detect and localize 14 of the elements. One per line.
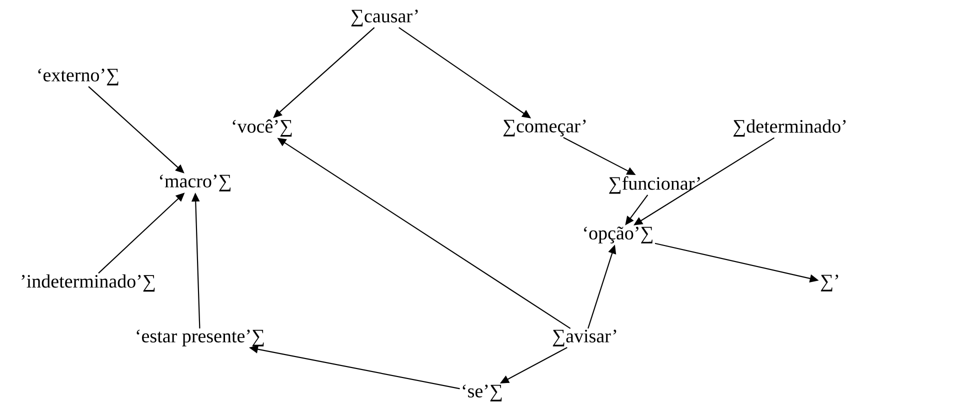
term-label: ‘opção’∑ xyxy=(584,226,652,244)
term-label: ∑avisar’ xyxy=(552,330,616,346)
term-label: ∑funcionar’ xyxy=(609,176,700,194)
term-label: ’indeterminado’∑ xyxy=(22,274,155,292)
term-label: ∑começar’ xyxy=(503,120,586,136)
term-label: ∑’ xyxy=(820,274,838,292)
term-label: ∑causar’ xyxy=(351,10,418,26)
term-label: ‘macro’∑ xyxy=(160,174,231,192)
arrow xyxy=(88,86,184,174)
term-label: ∑determinado’ xyxy=(733,119,846,137)
term-label: ‘externo’∑ xyxy=(38,68,118,86)
term-label: ‘se’∑ xyxy=(462,384,502,402)
term-label: ‘você’∑ xyxy=(232,119,292,137)
term-label: ‘estar presente’∑ xyxy=(136,330,264,346)
